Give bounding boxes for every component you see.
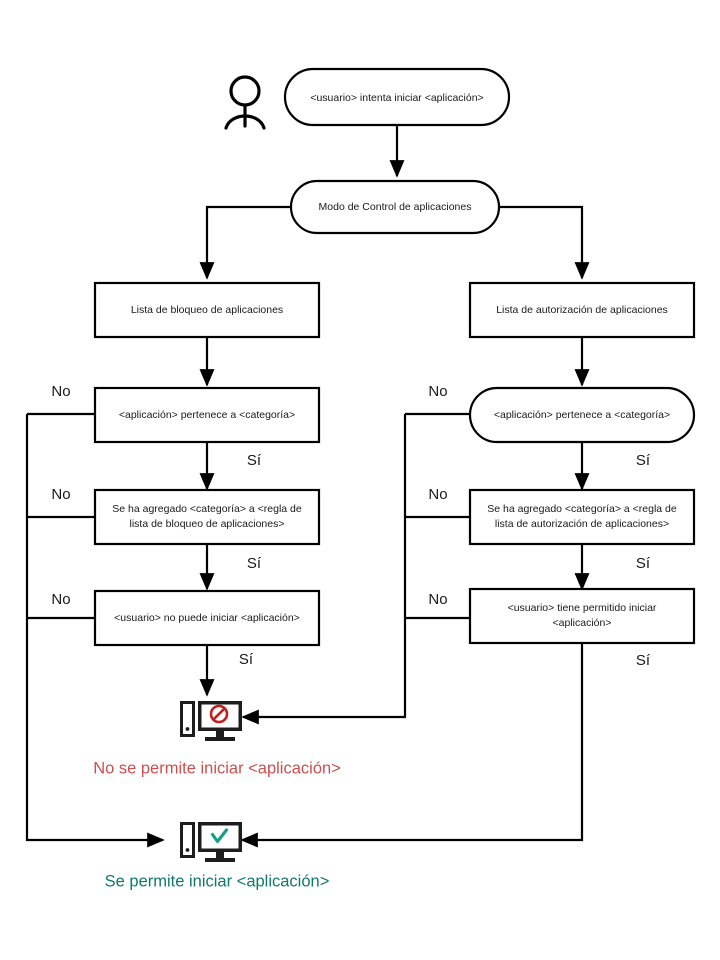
label-left-yes-2: Sí [247, 555, 262, 572]
node-allowlist-shape [468, 281, 696, 339]
label-right-yes-2: Sí [636, 555, 651, 572]
node-allow-result-shape [468, 587, 696, 645]
node-mode-label: Modo de Control de aplicaciones [319, 201, 472, 213]
node-allowlist-label: Lista de autorización de aplicaciones [496, 304, 668, 316]
label-left-yes-3: Sí [239, 651, 254, 668]
edge-left-no-rail [25, 414, 165, 848]
label-left-no-1: No [51, 383, 70, 400]
allowed-caption: Se permite iniciar <aplicación> [105, 872, 330, 890]
edge-mode-to-denylist [199, 205, 291, 280]
node-deny-rule-label-line1: Se ha agregado <categoría> a <regla de [112, 503, 302, 515]
node-start-label: <usuario> intenta iniciar <aplicación> [310, 92, 483, 104]
node-deny-category: <aplicación> pertenece a <categoría> [93, 386, 321, 444]
denied-caption: No se permite iniciar <aplicación> [93, 759, 341, 777]
label-right-no-2: No [428, 486, 447, 503]
node-mode: Modo de Control de aplicaciones [289, 179, 501, 235]
edge-allow-result-yes [240, 643, 584, 848]
node-allow-category-label: <aplicación> pertenece a <categoría> [494, 409, 670, 421]
node-start: <usuario> intenta iniciar <aplicación> [283, 67, 511, 127]
label-left-no-2: No [51, 486, 70, 503]
label-right-no-1: No [428, 383, 447, 400]
node-deny-category-label: <aplicación> pertenece a <categoría> [119, 409, 295, 421]
node-allow-result-label-line2: <aplicación> [553, 617, 612, 629]
node-allow-result-label-line1: <usuario> tiene permitido iniciar [508, 602, 657, 614]
node-deny-result: <usuario> no puede iniciar <aplicación> [93, 589, 321, 647]
edge-mode-to-allowlist [499, 205, 590, 280]
label-right-yes-3: Sí [636, 652, 651, 669]
node-allow-rule: Se ha agregado <categoría> a <regla de l… [468, 488, 696, 546]
node-deny-rule-label-line2: lista de bloqueo de aplicaciones> [130, 518, 285, 530]
usuario-actor-icon [224, 75, 266, 130]
label-left-yes-1: Sí [247, 452, 262, 469]
label-right-yes-1: Sí [636, 452, 651, 469]
edge-right-no-rail [241, 414, 407, 725]
label-left-no-3: No [51, 591, 70, 608]
node-allow-rule-label-line2: lista de autorización de aplicaciones> [495, 518, 669, 530]
node-deny-rule: Se ha agregado <categoría> a <regla de l… [93, 488, 321, 546]
node-allow-result: <usuario> tiene permitido iniciar <aplic… [468, 587, 696, 645]
node-allow-category: <aplicación> pertenece a <categoría> [468, 386, 696, 444]
label-right-no-3: No [428, 591, 447, 608]
node-denylist: Lista de bloqueo de aplicaciones [93, 281, 321, 339]
computer-allowed-icon [180, 822, 242, 862]
node-allowlist: Lista de autorización de aplicaciones [468, 281, 696, 339]
node-deny-rule-shape [93, 488, 321, 546]
node-allow-rule-label-line1: Se ha agregado <categoría> a <regla de [487, 503, 677, 515]
node-deny-result-label: <usuario> no puede iniciar <aplicación> [114, 612, 300, 624]
computer-denied-icon [180, 701, 242, 741]
node-denylist-label: Lista de bloqueo de aplicaciones [131, 304, 283, 316]
